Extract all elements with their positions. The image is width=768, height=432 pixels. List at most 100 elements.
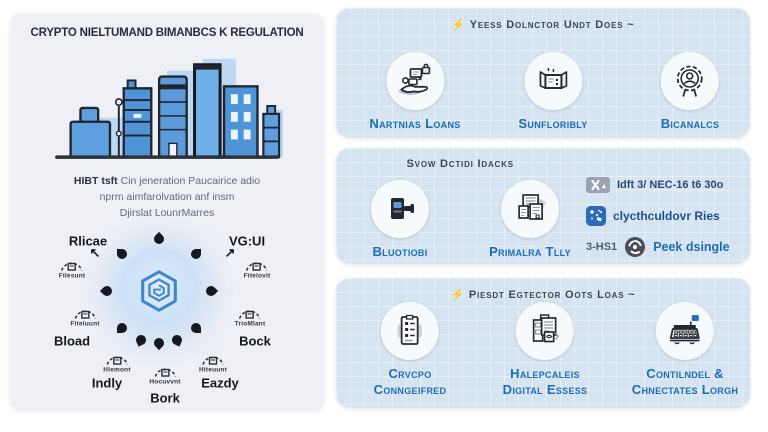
description-line-3: Djirslat LounrMarres: [119, 206, 215, 219]
radiating-drop-icon: [151, 335, 167, 351]
digital-files-icon: [533, 314, 560, 343]
icon-circle: [371, 180, 429, 238]
arc-gauge-icon: [246, 262, 268, 271]
spoke-label-bock: Bock: [239, 333, 271, 349]
item-label: Bicanalcs: [660, 116, 720, 131]
side-row-1: Idft 3/ NEC-16 t6 30o: [586, 174, 730, 196]
spoke-item: Fiteluunt: [70, 305, 99, 328]
arc-gauge-icon: [74, 310, 96, 319]
spoke-label-bload: Bload: [53, 333, 91, 349]
radiating-drop-icon: [117, 323, 127, 333]
card2-item-bluotiobi: Bluotiobi: [371, 180, 429, 260]
arrow-up-right-icon: ↗: [224, 245, 236, 260]
spoke-item: Fitelovit: [244, 257, 271, 280]
side-row-3: 3-HS1 Peek dsingle: [586, 236, 730, 258]
hand-assets-icon: [398, 63, 430, 95]
spoke-item: Hiteuunt: [199, 351, 227, 374]
spoke-label-indly: Indly: [91, 375, 123, 391]
spoke-label-vgui: VG:UI: [228, 233, 266, 249]
spoke-sublabel: TrioMlant: [234, 320, 266, 328]
spoke-sublabel: Fitelovit: [243, 272, 271, 280]
crypto-regulation-panel: CRYPTO NIELTUMAND BIMANBCS K REGULATION: [10, 14, 324, 410]
radiating-drop-icon: [191, 249, 201, 259]
radiating-drop-icon: [151, 231, 167, 247]
card2-item-primalra-tlly: Primalra Tlly: [489, 180, 571, 260]
icon-circle: [661, 52, 719, 110]
card-attacks-section: Svow Dctidi Idacks Bluotiobi: [336, 148, 750, 264]
blockchain-hexagon-icon: [141, 270, 177, 312]
arc-gauge-icon: [239, 310, 261, 319]
icon-circle: [500, 180, 559, 238]
knot-circle-icon: [625, 237, 646, 257]
arc-gauge-icon: [61, 262, 83, 271]
package-box-icon: [539, 68, 567, 89]
card1-item-nartnias-loans: Nartnias Loans: [369, 52, 460, 132]
spoke-sublabel: Hiteuunt: [199, 366, 227, 374]
side-prefix: 3-HS1: [586, 241, 618, 253]
radiating-drop-icon: [99, 283, 115, 299]
description-lead: HIBT tsft: [73, 175, 118, 187]
arc-gauge-icon: [202, 356, 224, 365]
item-label: Primalra Tlly: [489, 244, 571, 259]
panel-title: CRYPTO NIELTUMAND BIMANBCS K REGULATION: [30, 27, 304, 39]
spoke-item: Hlemont: [103, 351, 131, 374]
radiating-drop-icon: [117, 249, 127, 259]
spoke-item: TrioMlant: [235, 305, 266, 328]
item-label-line2: Chnectates Lorgh: [631, 382, 739, 398]
item-label-line1: Contilndel &: [646, 366, 724, 381]
icon-circle: [380, 302, 439, 360]
city-skyline-illustration: [49, 50, 285, 169]
icon-circle: [516, 302, 574, 360]
hub-center: [115, 247, 203, 335]
arrow-up-left-icon: ↖: [89, 245, 101, 260]
register-icon: [670, 315, 700, 345]
scatter-badge-icon: [586, 206, 606, 226]
side-text: clycthculdovr Ries: [613, 209, 720, 223]
clipboard-list-icon: [397, 314, 423, 345]
spoke-sublabel: Fiteluunt: [70, 320, 100, 328]
description-line-2: nprm aimfarolvation anf insm: [99, 190, 235, 203]
card1-header: ⚡ Yeess Dolnctor Undt Does ~: [451, 19, 635, 31]
item-label-line2: Conngeifred: [373, 382, 447, 398]
side-text: Idft 3/ NEC-16 t6 30o: [617, 179, 724, 191]
spoke-item: Filesunt: [59, 257, 86, 280]
radiating-drop-icon: [134, 333, 148, 347]
radiating-drop-icon: [170, 333, 184, 347]
item-label: Bluotiobi: [372, 244, 428, 259]
radiating-drop-icon: [191, 323, 201, 333]
item-label: Contilndel &Chnectates Lorgh: [632, 366, 738, 399]
card2-header: Svow Dctidi Idacks: [406, 158, 514, 170]
panel-description: HIBT tsft Cin jeneration Paucairice adio…: [10, 174, 324, 221]
description-line-1: HIBT tsft Cin jeneration Paucairice adio: [10, 174, 324, 190]
hub-spoke-diagram: Rlicae VG:UI Bload Bock Indly Bork Eazdy…: [10, 226, 324, 410]
description-line-1-rest: Cin jeneration Paucairice adio: [117, 175, 261, 187]
spoke-item: Hocuvvnt: [149, 363, 180, 386]
card3-header: ⚡ Piesdt Egtector Oots Loas ~: [450, 289, 636, 301]
spoke-label-eazdy: Eazdy: [201, 375, 239, 391]
item-label-line1: Crvcpo: [388, 366, 432, 381]
item-label-line1: Halepcaleis: [510, 366, 580, 381]
card-loans-section: ⚡ Yeess Dolnctor Undt Does ~ Nartnias Lo…: [336, 8, 750, 138]
radiating-drop-icon: [203, 283, 219, 299]
spoke-label-rlicae: Rlicae: [68, 233, 108, 249]
side-text: Peek dsingle: [653, 240, 730, 254]
icon-circle: [655, 302, 714, 360]
spoke-sublabel: Hlemont: [103, 366, 131, 374]
documents-stack-icon: [518, 194, 546, 220]
card1-item-bicanalcs: Bicanalcs: [661, 52, 720, 132]
card1-item-sunfloribly: Sunfloribly: [518, 52, 587, 132]
item-label: Sunfloribly: [518, 116, 588, 131]
x-badge-icon: [586, 177, 610, 193]
card2-side-list: Idft 3/ NEC-16 t6 30o clycthculdovr Ries…: [586, 174, 730, 267]
spoke-sublabel: Hocuvvnt: [149, 378, 181, 386]
side-row-2: clycthculdovr Ries: [586, 205, 730, 227]
arc-gauge-icon: [154, 368, 176, 377]
camera-device-icon: [391, 198, 414, 219]
badge-person-icon: [677, 65, 703, 97]
icon-circle: [386, 52, 444, 110]
